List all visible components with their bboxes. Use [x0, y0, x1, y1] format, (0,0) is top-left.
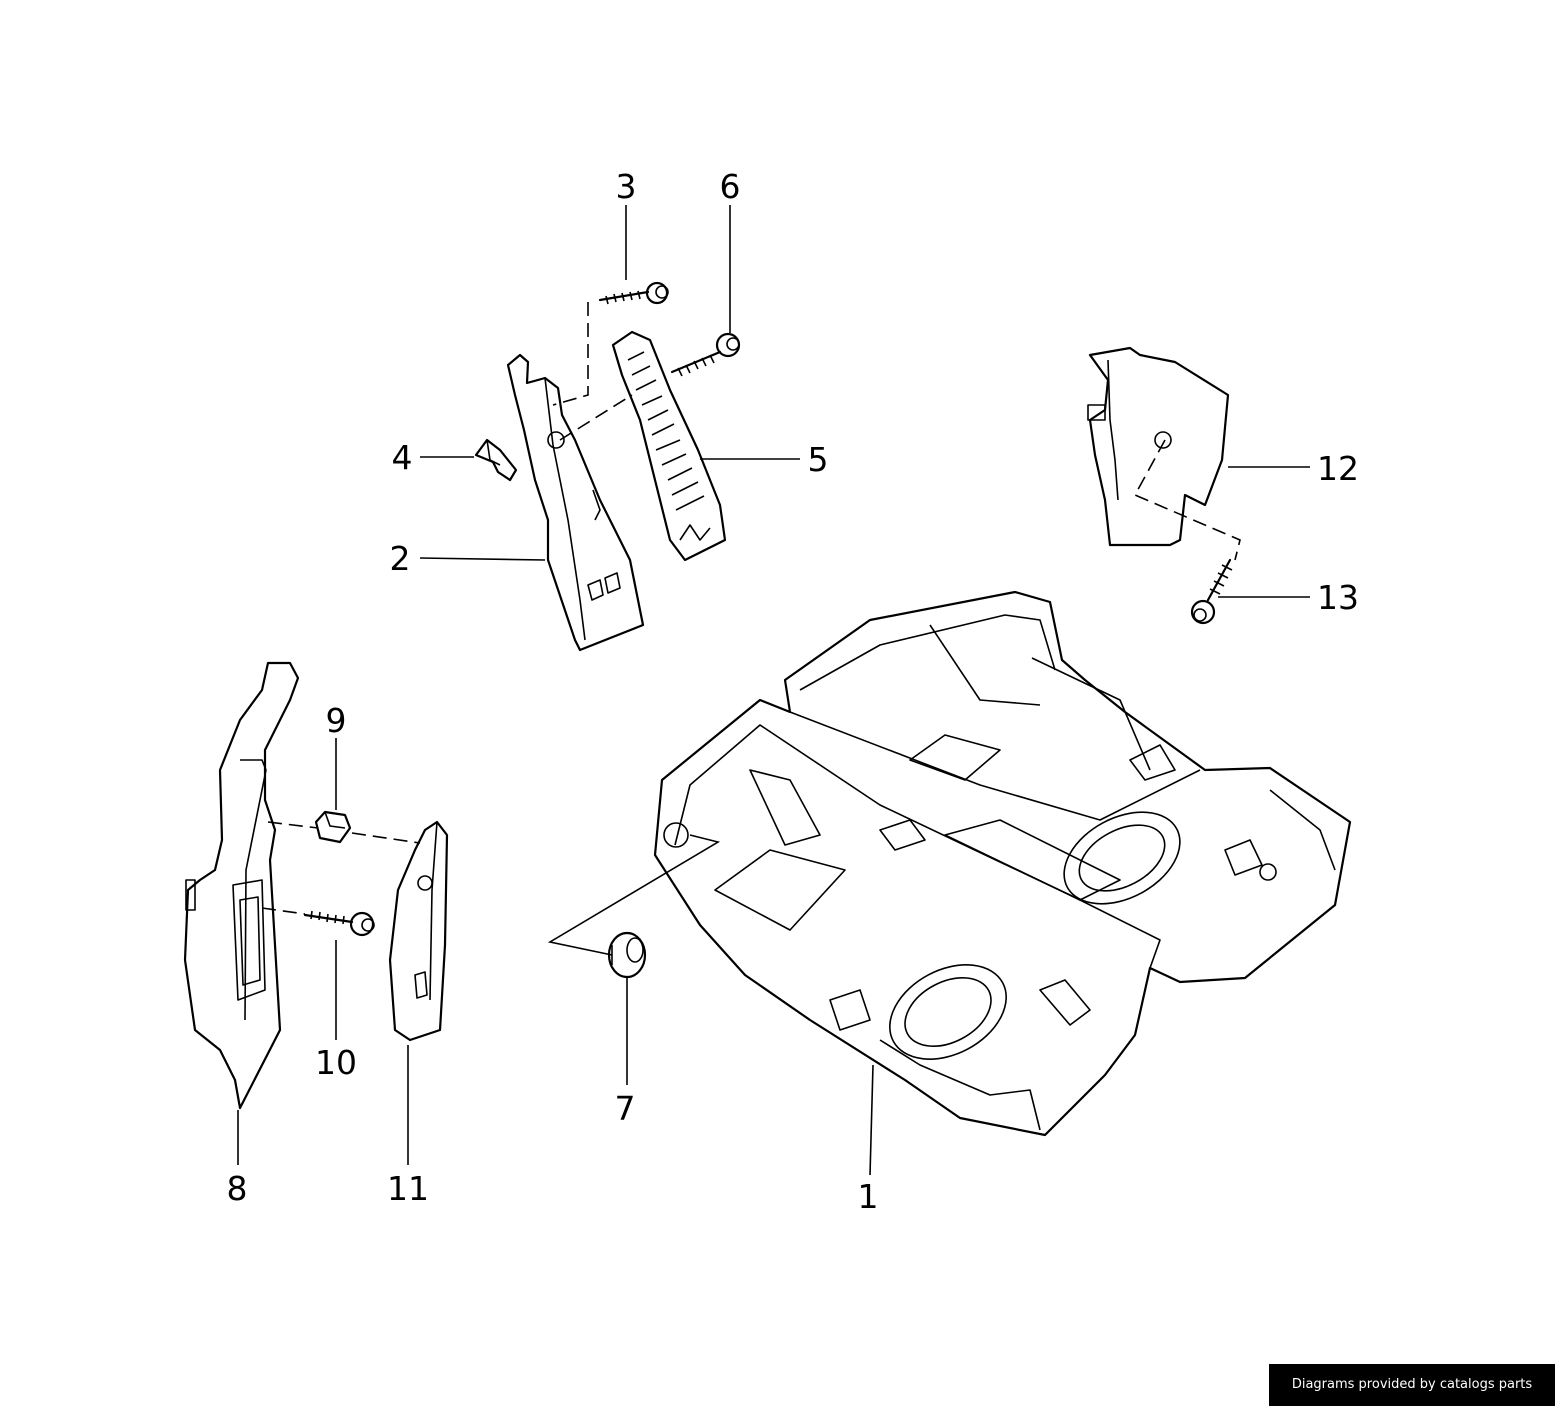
callout-7: 7	[615, 1089, 636, 1128]
part-13-screw	[1190, 558, 1233, 625]
part-12-right-trim-panel	[1087, 346, 1230, 547]
callout-13: 13	[1317, 578, 1359, 617]
callout-8: 8	[227, 1169, 248, 1208]
part-11-small-panel	[388, 820, 449, 1042]
callout-6: 6	[720, 167, 741, 206]
part-8-side-panel	[183, 661, 300, 1110]
callout-3: 3	[616, 167, 637, 206]
part-9-clip-nut	[314, 810, 352, 844]
part-5-perforated-panel	[611, 330, 727, 562]
part-7-grommet	[607, 931, 647, 979]
callout-10: 10	[315, 1043, 357, 1082]
callout-labels: 1 2 3 4 5 6 7 8 9 10 11 12 13	[227, 167, 1360, 1216]
callout-9: 9	[326, 701, 347, 740]
callout-5: 5	[808, 440, 829, 479]
callout-12: 12	[1317, 449, 1359, 488]
credit-banner: Diagrams provided by catalogs parts	[1269, 1364, 1555, 1406]
assembly-lines	[261, 302, 1241, 956]
part-1-floor-carpet	[653, 590, 1352, 1137]
callout-leaders	[237, 205, 1310, 1176]
part-3-screw	[598, 281, 669, 305]
callout-2: 2	[390, 539, 411, 578]
part-6-screw	[670, 332, 741, 377]
part-4-clip-nut	[474, 438, 518, 482]
callout-4: 4	[392, 438, 413, 477]
part-10-screw	[303, 910, 375, 937]
part-2-trim-panel	[506, 353, 645, 652]
callout-1: 1	[858, 1177, 879, 1216]
callout-11: 11	[387, 1169, 429, 1208]
